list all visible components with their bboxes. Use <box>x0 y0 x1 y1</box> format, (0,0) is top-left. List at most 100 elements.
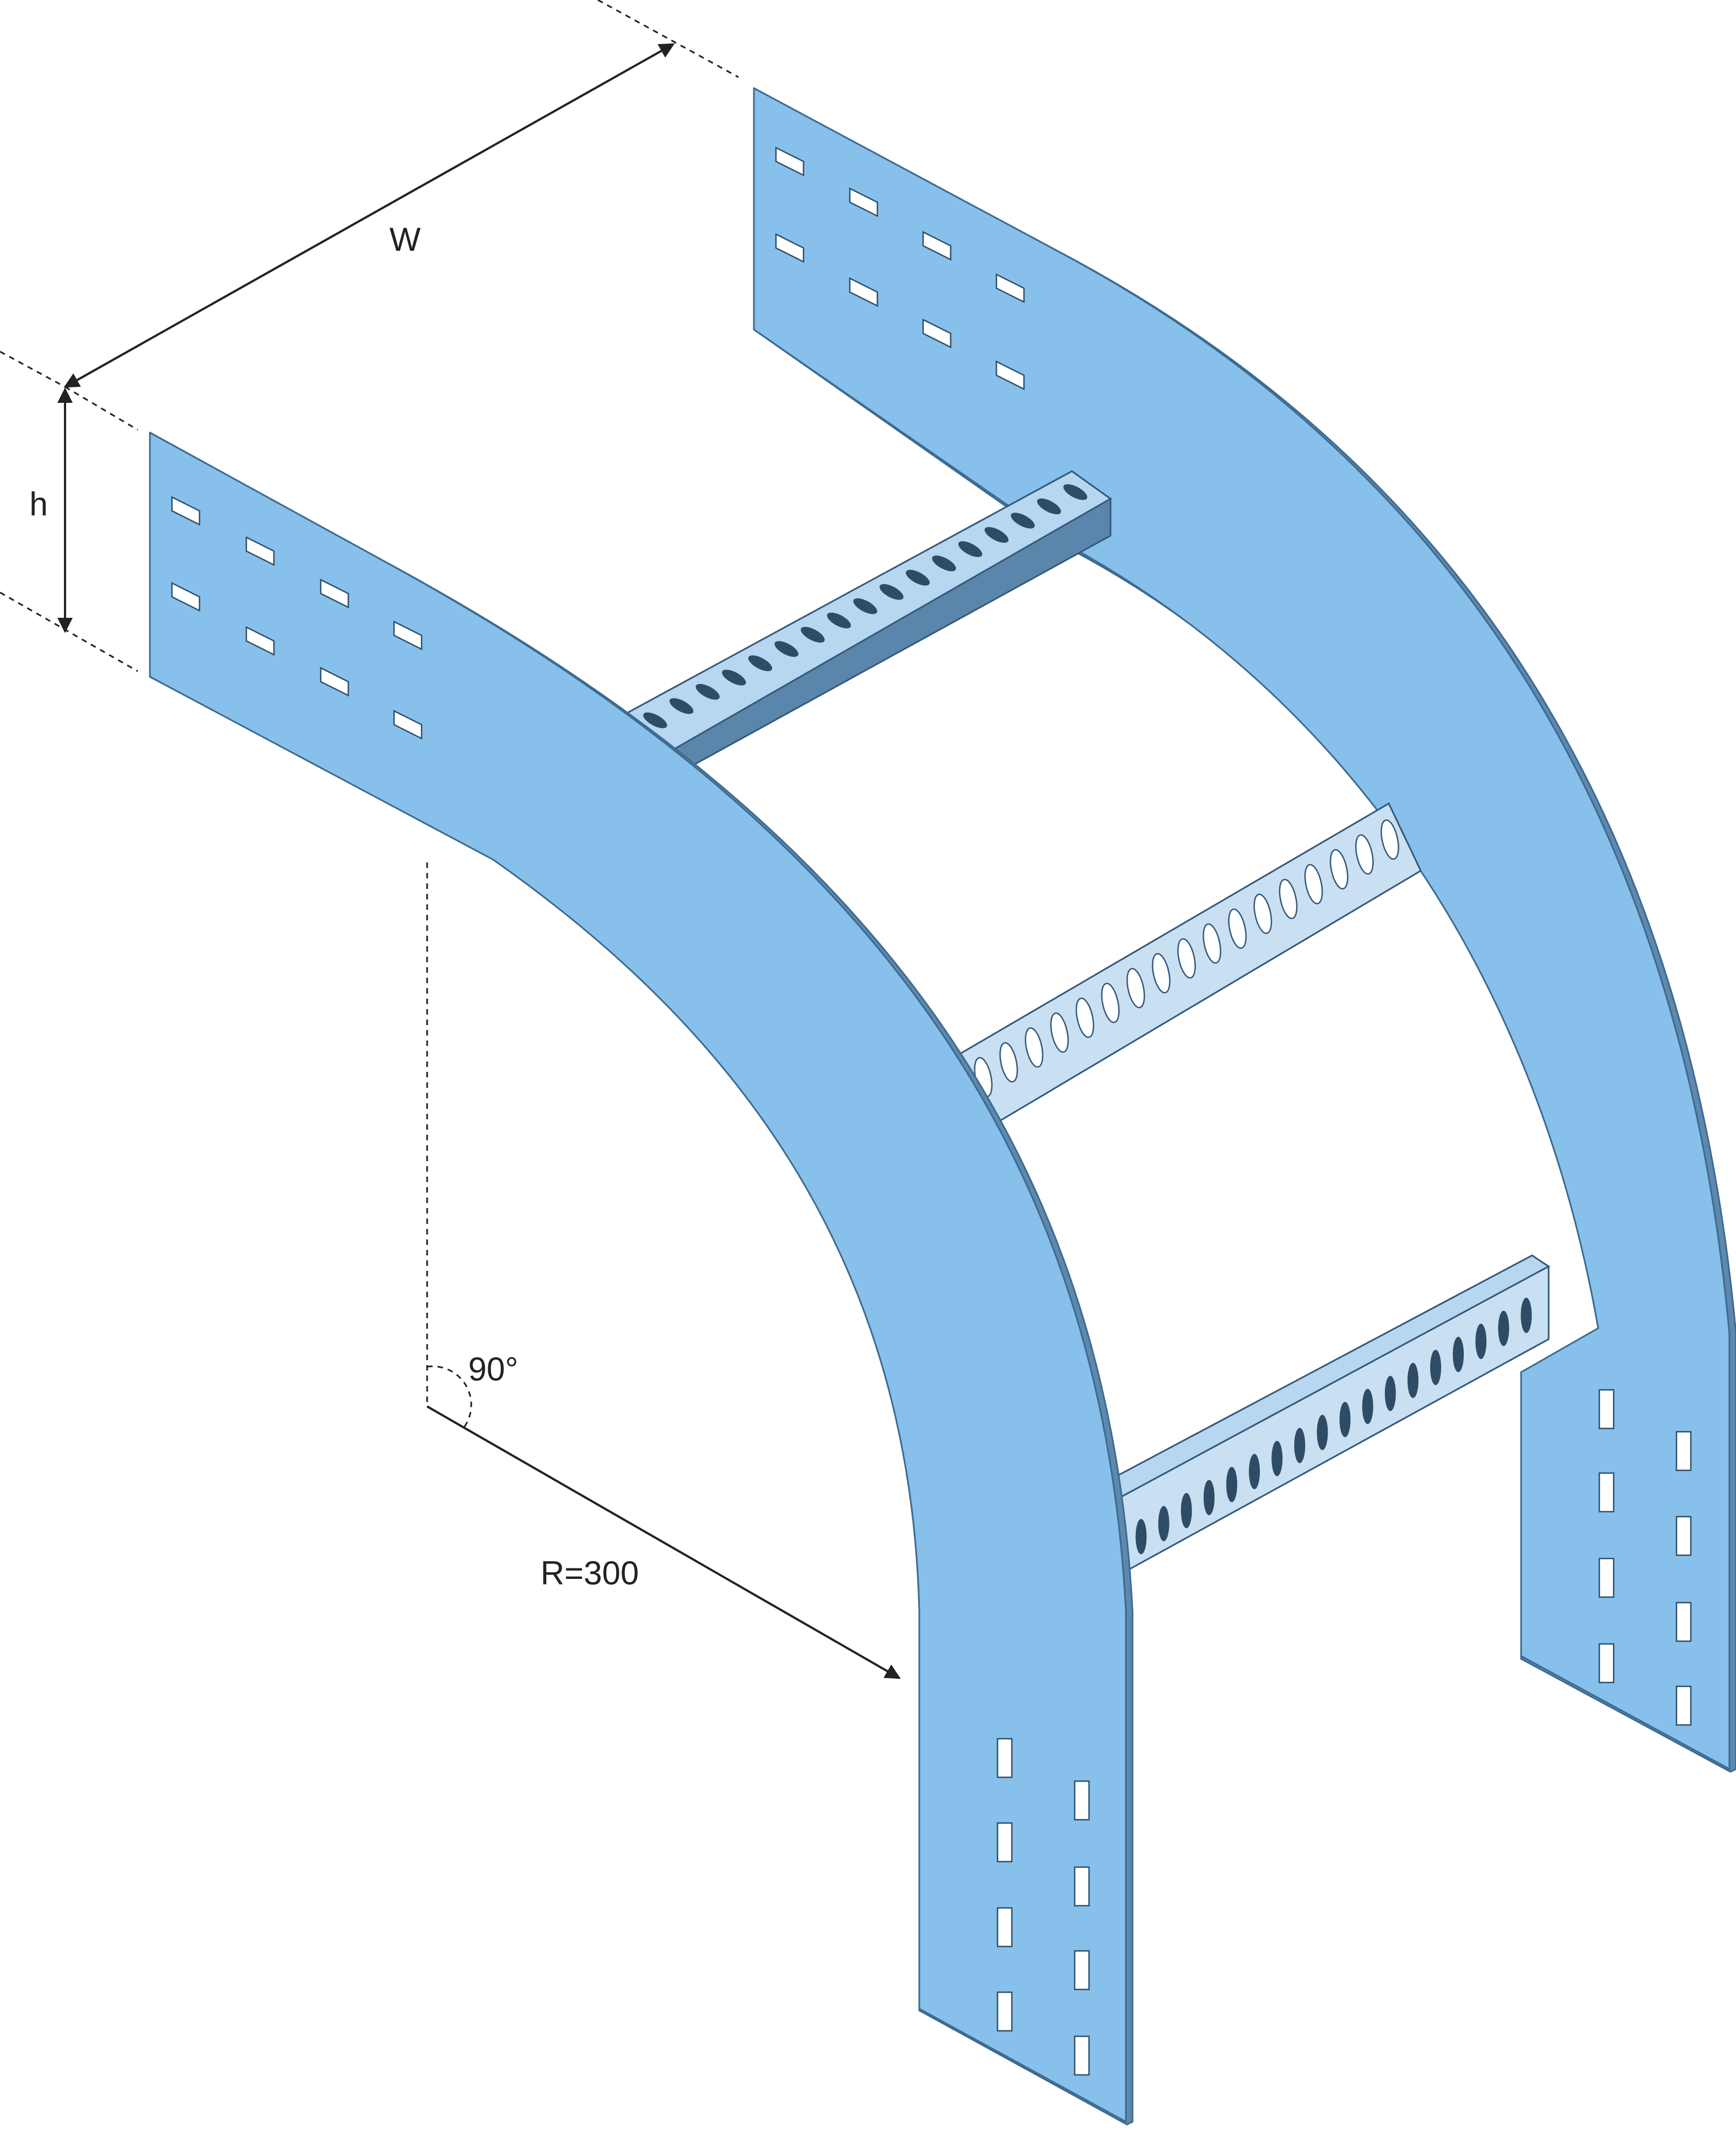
slot <box>245 625 275 656</box>
rung-slot <box>774 641 799 657</box>
front-rail-top-holes <box>171 495 423 740</box>
rung-slot <box>1271 1441 1283 1476</box>
rung-slot <box>696 683 720 700</box>
rung-slot <box>1362 1389 1373 1425</box>
rung-slot <box>1063 484 1087 500</box>
slot <box>393 620 423 651</box>
slot <box>996 1907 1013 1948</box>
back-side-rail <box>753 87 1736 1773</box>
slot <box>1675 1685 1692 1726</box>
slot <box>1598 1389 1615 1430</box>
rung-slot <box>1521 1297 1532 1333</box>
rung-slot <box>1158 1506 1169 1541</box>
slot <box>245 536 275 567</box>
slot <box>1598 1643 1615 1684</box>
rung-slot <box>1177 938 1196 979</box>
slot <box>995 273 1025 304</box>
slot <box>1598 1557 1615 1598</box>
slot <box>171 581 201 612</box>
slot <box>996 1822 1013 1863</box>
rung-slot <box>1279 878 1298 919</box>
angle-arc <box>427 1365 472 1428</box>
rung-slot <box>1126 968 1145 1009</box>
slot <box>922 318 952 349</box>
rung-3-top <box>1098 1254 1550 1503</box>
rung-slot <box>958 541 983 557</box>
slot <box>1074 1780 1090 1821</box>
rung-slot <box>1050 1012 1069 1053</box>
rung-slot <box>1498 1311 1509 1346</box>
rung-slot <box>1304 864 1323 904</box>
slot <box>1598 1472 1615 1513</box>
rung-2-strip <box>920 802 1422 1145</box>
slot <box>849 277 878 308</box>
rung-slot <box>1294 1427 1306 1463</box>
front-side-rail <box>149 432 1134 2126</box>
slot <box>849 187 878 218</box>
slot <box>922 230 952 261</box>
slot <box>393 709 423 740</box>
slot <box>996 1738 1013 1778</box>
rung-slot <box>1075 997 1095 1038</box>
rung-slot <box>669 698 694 714</box>
rung-slot <box>1228 908 1247 949</box>
height-extension-line-bottom <box>0 591 138 672</box>
slot <box>1074 1950 1090 1991</box>
slot <box>995 360 1025 391</box>
slot <box>171 495 201 526</box>
rung-slot <box>722 670 746 686</box>
rung-slot <box>1430 1350 1441 1385</box>
width-extension-line-right <box>597 0 739 78</box>
rung-slot <box>1384 1376 1396 1411</box>
width-dimension-line <box>63 43 675 388</box>
radius-dimension-line <box>427 1405 901 1679</box>
rung-slot <box>1180 1492 1192 1528</box>
rung-slot <box>1011 513 1035 529</box>
rung-slot <box>1355 834 1374 875</box>
radius-dimension: 90° R=300 <box>426 862 901 1679</box>
rung-slot <box>1226 1466 1237 1502</box>
rung-slot <box>827 612 851 629</box>
rung-slot <box>984 527 1009 543</box>
radius-label: R=300 <box>541 1555 639 1592</box>
rung-slot <box>1203 1480 1215 1516</box>
rung-slot <box>1475 1324 1487 1360</box>
rung-2 <box>920 802 1422 1145</box>
rung-slot <box>1101 983 1120 1023</box>
width-dimension: W <box>0 0 739 388</box>
slot <box>1675 1516 1692 1556</box>
rung-slot <box>1407 1362 1419 1398</box>
rung-slot <box>1025 1027 1044 1068</box>
slot <box>1074 2035 1090 2076</box>
rung-slot <box>1339 1401 1351 1437</box>
rung-slot <box>1203 923 1222 964</box>
front-rail-bottom-holes <box>996 1738 1090 2076</box>
slot <box>320 666 349 697</box>
back-rail-face <box>753 87 1730 1770</box>
rung-3 <box>1098 1254 1550 1577</box>
rung-slot <box>853 598 877 614</box>
rung-slot <box>1037 498 1061 515</box>
rung-slot <box>999 1042 1018 1083</box>
rung-slot <box>1249 1454 1260 1490</box>
back-rail-bottom-holes <box>1598 1389 1692 1726</box>
slot <box>775 146 805 177</box>
rung-1 <box>621 470 1112 777</box>
rung-slot <box>1453 1336 1464 1372</box>
slot <box>1675 1431 1692 1471</box>
back-rail-top-holes <box>775 146 1025 391</box>
rung-slot <box>801 627 825 643</box>
rung-slot <box>748 655 773 671</box>
rung-slot <box>643 712 667 729</box>
rung-slot <box>1381 819 1399 860</box>
rung-slot <box>1329 849 1349 889</box>
rung-3-slots <box>1135 1297 1532 1555</box>
rung-slot <box>879 584 904 600</box>
slot <box>996 1991 1013 2032</box>
rung-slot <box>932 556 956 571</box>
rung-3-face <box>1111 1265 1550 1577</box>
rung-slot <box>1253 893 1273 934</box>
width-extension-line-left <box>0 350 66 388</box>
angle-label: 90° <box>468 1351 519 1388</box>
